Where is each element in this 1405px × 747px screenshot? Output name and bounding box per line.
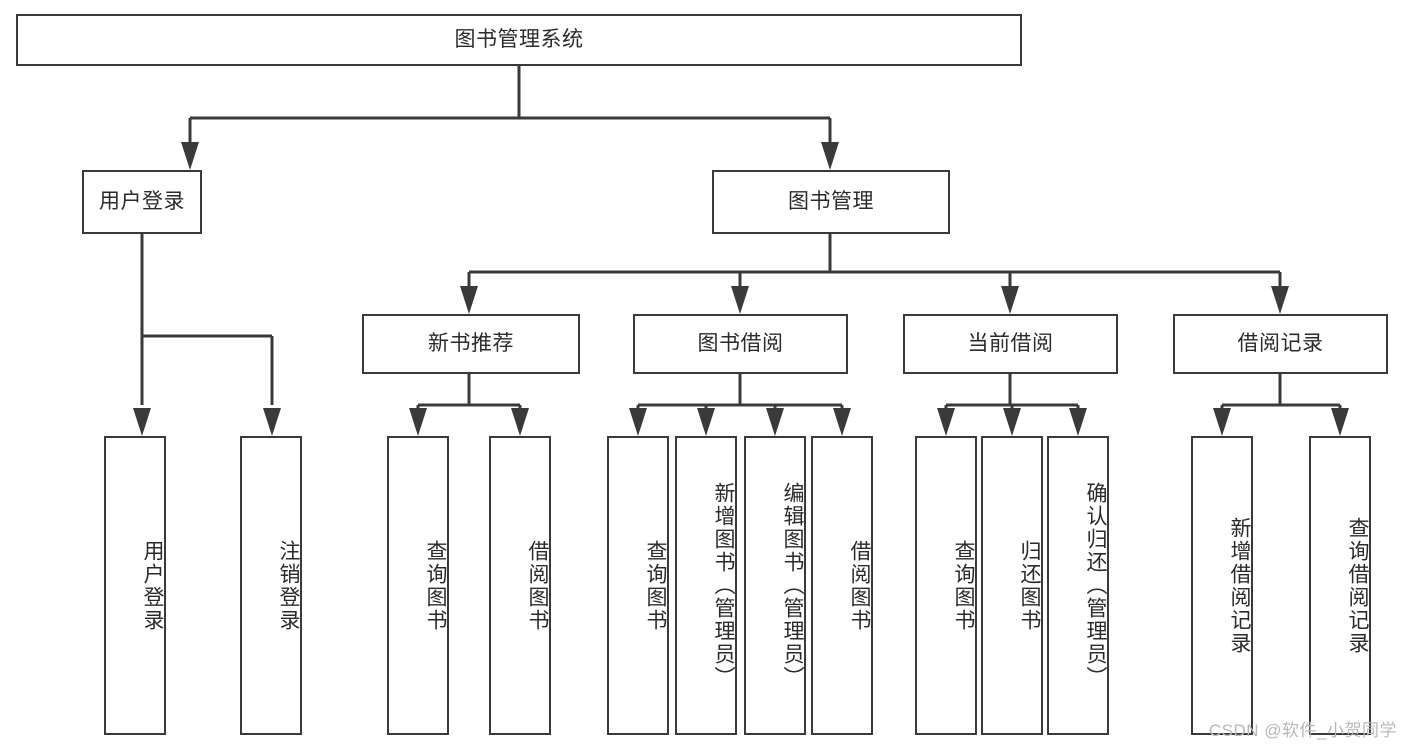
node-borrow-record[interactable]: 借阅记录 <box>1173 314 1388 374</box>
leaf-borrow-book-borrow[interactable]: 借阅图书 <box>811 436 873 735</box>
node-book-borrow[interactable]: 图书借阅 <box>633 314 848 374</box>
leaf-query-book-current[interactable]: 查询图书 <box>915 436 977 735</box>
node-new-book-recommend[interactable]: 新书推荐 <box>362 314 580 374</box>
csdn-watermark: CSDN @软件_小贺同学 <box>1208 721 1397 740</box>
leaf-label: 查询图书 <box>644 539 667 632</box>
leaf-label: 新增图书（管理员） <box>712 482 735 689</box>
leaf-return-book[interactable]: 归还图书 <box>981 436 1043 735</box>
node-root-system[interactable]: 图书管理系统 <box>16 14 1022 66</box>
leaf-label: 查询图书 <box>424 539 447 632</box>
leaf-label: 新增借阅记录 <box>1228 516 1251 655</box>
leaf-borrow-book-recommend[interactable]: 借阅图书 <box>489 436 551 735</box>
leaf-user-login[interactable]: 用户登录 <box>104 436 166 735</box>
leaf-edit-book-admin[interactable]: 编辑图书（管理员） <box>744 436 806 735</box>
leaf-query-book-recommend[interactable]: 查询图书 <box>387 436 449 735</box>
leaf-confirm-return-admin[interactable]: 确认归还（管理员） <box>1047 436 1109 735</box>
leaf-label: 注销登录 <box>277 539 300 632</box>
leaf-label: 查询借阅记录 <box>1346 516 1369 655</box>
leaf-query-book-borrow[interactable]: 查询图书 <box>607 436 669 735</box>
leaf-label: 编辑图书（管理员） <box>781 482 804 689</box>
node-user-login[interactable]: 用户登录 <box>82 170 202 234</box>
leaf-label: 借阅图书 <box>526 539 549 632</box>
leaf-add-book-admin[interactable]: 新增图书（管理员） <box>675 436 737 735</box>
leaf-label: 借阅图书 <box>848 539 871 632</box>
leaf-label: 确认归还（管理员） <box>1084 482 1107 689</box>
leaf-label: 查询图书 <box>952 539 975 632</box>
leaf-logout[interactable]: 注销登录 <box>240 436 302 735</box>
leaf-label: 用户登录 <box>141 539 164 632</box>
node-book-management[interactable]: 图书管理 <box>712 170 950 234</box>
leaf-query-borrow-record[interactable]: 查询借阅记录 <box>1309 436 1371 735</box>
leaf-add-borrow-record[interactable]: 新增借阅记录 <box>1191 436 1253 735</box>
node-current-borrow[interactable]: 当前借阅 <box>903 314 1118 374</box>
leaf-label: 归还图书 <box>1018 539 1041 632</box>
